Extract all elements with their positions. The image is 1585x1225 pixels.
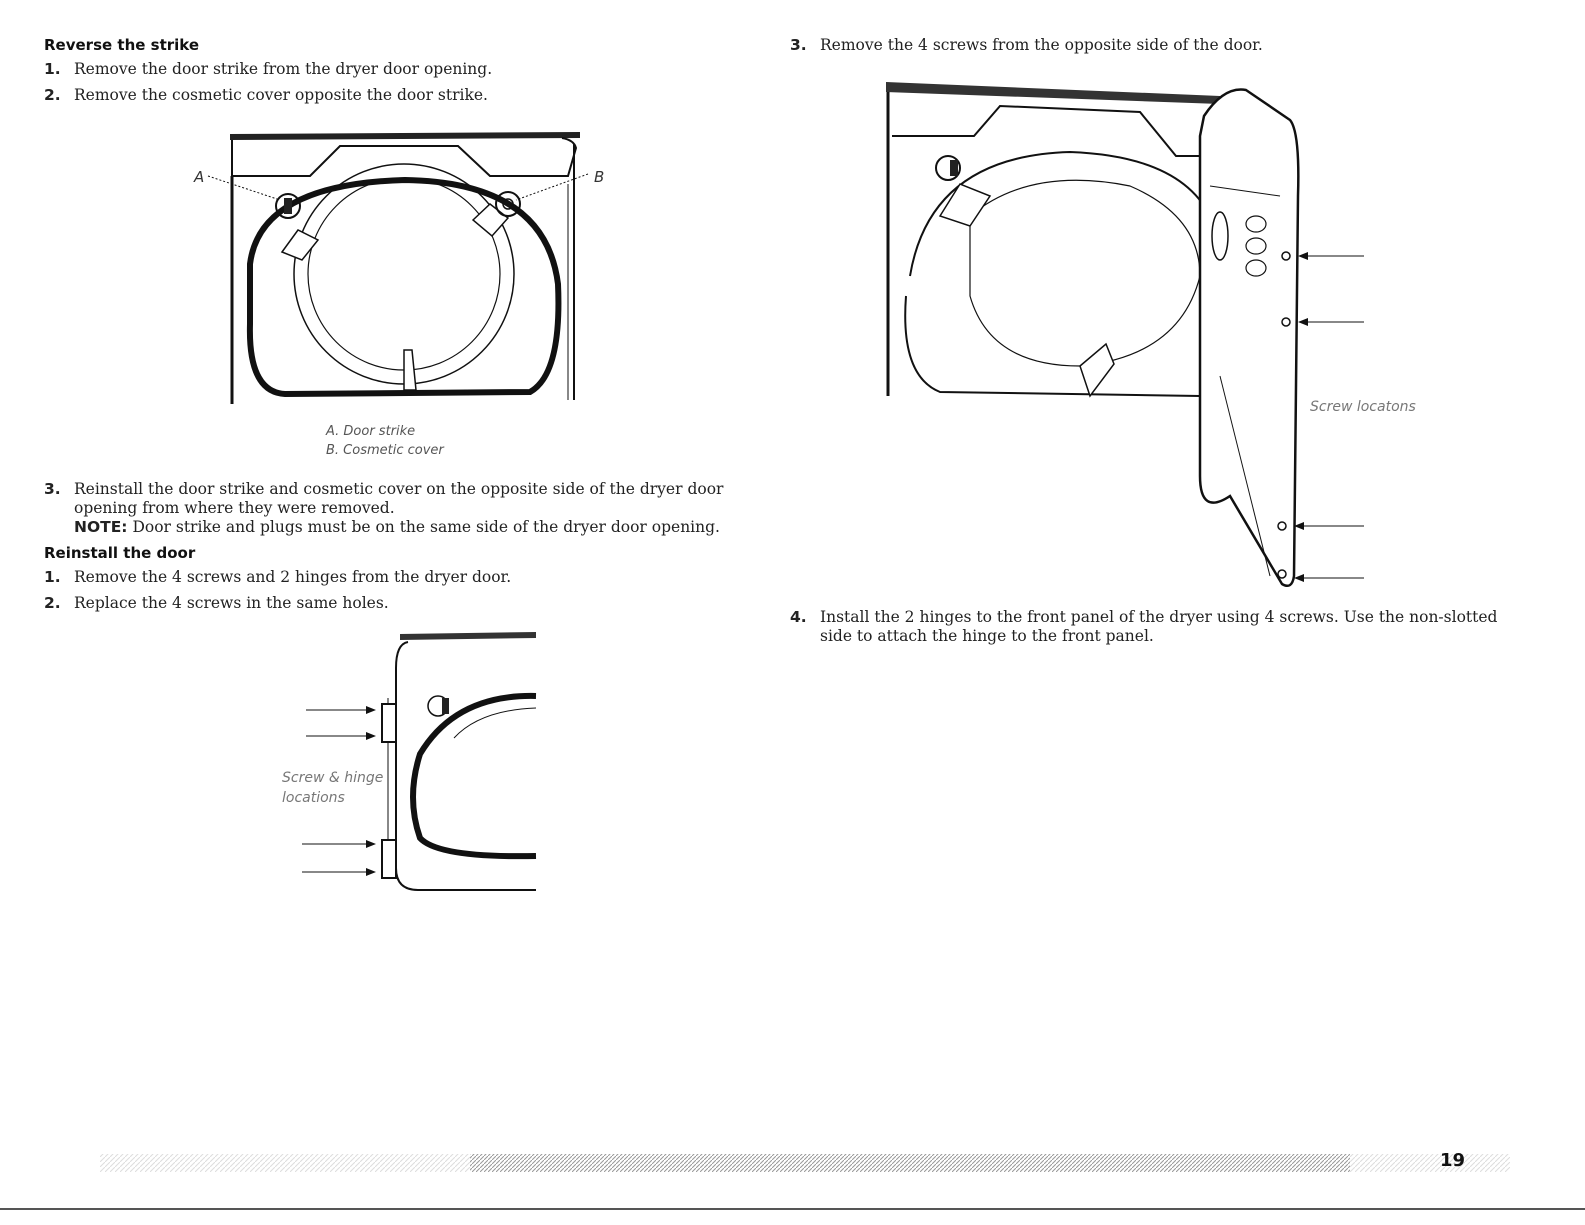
step-item: 2. Replace the 4 screws in the same hole… [44, 594, 724, 613]
right-column: 3. Remove the 4 screws from the opposite… [790, 36, 1530, 62]
left-column-lower: 3. Reinstall the door strike and cosmeti… [44, 480, 724, 620]
door-strike-diagram: A B [193, 132, 604, 404]
figure1-caption: A. Door strike B. Cosmetic cover [326, 422, 444, 460]
step-text: Remove the cosmetic cover opposite the d… [74, 86, 488, 104]
step-number: 2. [44, 86, 61, 104]
step-item: 2. Remove the cosmetic cover opposite th… [44, 86, 724, 105]
step-item: 1. Remove the 4 screws and 2 hinges from… [44, 568, 724, 587]
step-number: 1. [44, 568, 61, 586]
label-screw-hinge-line2: locations [282, 790, 345, 806]
note-label: NOTE: [74, 518, 128, 536]
step-item: 1. Remove the door strike from the dryer… [44, 60, 724, 79]
step-number: 2. [44, 594, 61, 612]
step-number: 1. [44, 60, 61, 78]
label-b: B [594, 168, 604, 186]
step-text-main: Reinstall the door strike and cosmetic c… [74, 480, 724, 517]
step-text: Install the 2 hinges to the front panel … [820, 608, 1498, 645]
label-screw-hinge-line1: Screw & hinge [282, 770, 383, 786]
step-text: Remove the 4 screws and 2 hinges from th… [74, 568, 512, 586]
step-item: 3. Remove the 4 screws from the opposite… [790, 36, 1530, 55]
step-item: 3. Reinstall the door strike and cosmeti… [44, 480, 724, 537]
page-number: 19 [1440, 1150, 1466, 1171]
section-heading-reverse-strike: Reverse the strike [44, 36, 200, 54]
step-item: 4. Install the 2 hinges to the front pan… [790, 608, 1520, 646]
step-text: Replace the 4 screws in the same holes. [74, 594, 389, 612]
step-text: Remove the door strike from the dryer do… [74, 60, 493, 78]
step-text: Remove the 4 screws from the opposite si… [820, 36, 1263, 54]
label-screw-locations: Screw locatons [1310, 399, 1416, 415]
caption-door-strike: A. Door strike [326, 424, 416, 439]
right-column-lower: 4. Install the 2 hinges to the front pan… [790, 608, 1520, 653]
door-screws-diagram: Screw locatons [886, 82, 1416, 587]
note-text: Door strike and plugs must be on the sam… [127, 518, 720, 536]
note: NOTE: Door strike and plugs must be on t… [74, 518, 720, 536]
section-heading-reinstall-door: Reinstall the door [44, 544, 196, 562]
footer-bar [100, 1154, 1510, 1172]
left-column: Reverse the strike 1. Remove the door st… [44, 36, 724, 112]
step-number: 3. [44, 480, 61, 498]
step-number: 4. [790, 608, 807, 626]
label-a: A [193, 168, 204, 186]
hinge-locations-diagram: Screw & hinge locations [282, 632, 537, 891]
step-text: Reinstall the door strike and cosmetic c… [74, 480, 724, 537]
bottom-rule [0, 1208, 1585, 1210]
step-number: 3. [790, 36, 807, 54]
caption-cosmetic-cover: B. Cosmetic cover [326, 443, 444, 458]
